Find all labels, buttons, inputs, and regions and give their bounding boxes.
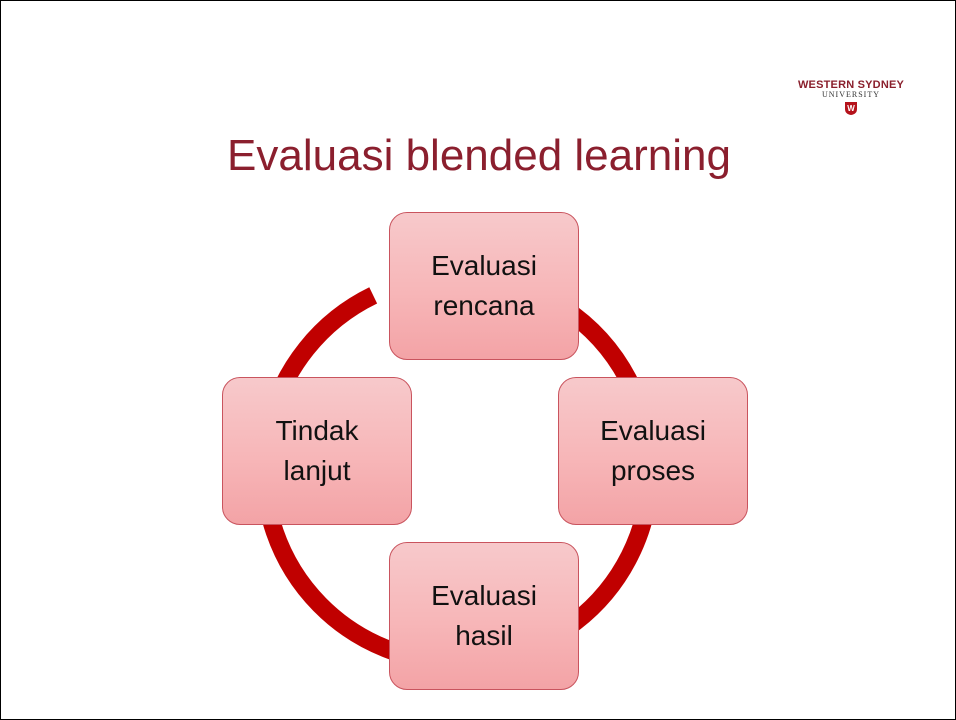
node-label-line2: proses bbox=[610, 455, 696, 486]
node-label-line1: Evaluasi bbox=[600, 415, 706, 446]
node-evaluasi-hasil: Evaluasi hasil bbox=[389, 542, 579, 690]
logo-line2: UNIVERSITY bbox=[822, 90, 880, 99]
node-label-line2: rencana bbox=[433, 290, 535, 321]
node-label-line1: Evaluasi bbox=[431, 580, 537, 611]
logo-line1: WESTERN SYDNEY bbox=[797, 79, 905, 91]
node-evaluasi-rencana: Evaluasi rencana bbox=[389, 212, 579, 360]
node-label-line2: lanjut bbox=[283, 455, 351, 486]
node-label-line1: Evaluasi bbox=[431, 250, 537, 281]
shield-icon: W bbox=[845, 102, 857, 115]
node-label-line2: hasil bbox=[455, 620, 513, 651]
slide-title: Evaluasi blended learning bbox=[227, 131, 731, 180]
node-evaluasi-proses: Evaluasi proses bbox=[558, 377, 748, 525]
university-logo: WESTERN SYDNEY UNIVERSITY W bbox=[796, 79, 906, 115]
logo-mark-letter: W bbox=[847, 104, 855, 113]
node-label-line1: Tindak bbox=[275, 415, 359, 446]
node-tindak-lanjut: Tindak lanjut bbox=[222, 377, 412, 525]
